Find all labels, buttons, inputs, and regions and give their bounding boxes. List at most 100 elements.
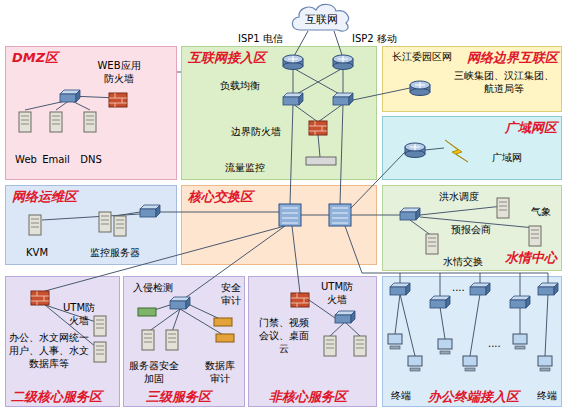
- device-label: 终端: [387, 389, 415, 402]
- server-icon: [144, 334, 152, 335]
- core-switch-icon: [329, 204, 351, 226]
- device-label: 边界防火墙: [227, 125, 285, 138]
- switch-icon: [170, 301, 186, 309]
- device-label-text: WEB应用防火墙: [95, 59, 143, 85]
- pc-icon: [540, 368, 550, 371]
- pc-icon: [438, 339, 452, 349]
- zone-heading: 三级服务区: [146, 389, 211, 405]
- server-icon: [21, 116, 29, 117]
- server-icon: [428, 242, 436, 243]
- router-icon: [410, 144, 420, 150]
- wire: [351, 152, 405, 208]
- zone-heading: 水情中心: [505, 250, 557, 266]
- internet-cloud: 互联网: [288, 2, 354, 34]
- wire: [470, 294, 480, 356]
- router-icon: [405, 143, 425, 151]
- server-icon: [326, 344, 334, 345]
- server-icon: [144, 338, 152, 339]
- device-label: 服务器安全加固: [127, 359, 181, 385]
- server-icon: [168, 334, 176, 335]
- zone-heading: 非核心服务区: [269, 389, 347, 405]
- device-label-text: 气象: [527, 205, 555, 218]
- device-label: 预报会商: [447, 223, 495, 236]
- wire: [520, 307, 521, 334]
- wire: [45, 226, 285, 291]
- server-icon: [356, 340, 364, 341]
- server-icon: [428, 238, 436, 239]
- free-label: ....: [452, 282, 465, 294]
- audit-icon: [214, 318, 232, 326]
- wire: [293, 68, 343, 96]
- server-icon: [94, 342, 106, 362]
- server-icon: [96, 320, 104, 321]
- server-icon: [21, 124, 29, 125]
- server-icon: [326, 340, 334, 341]
- wire: [330, 322, 345, 336]
- switch-icon: [140, 209, 156, 217]
- server-icon: [168, 338, 176, 339]
- cloud-label: 互联网: [288, 13, 354, 26]
- server-icon: [499, 202, 507, 203]
- router-icon: [405, 151, 425, 158]
- device-label-text: 负载均衡: [215, 79, 265, 92]
- switch-icon: [186, 297, 190, 309]
- device-label: 终端: [533, 389, 561, 402]
- device-label: 水情交换: [439, 255, 487, 268]
- router-icon: [283, 55, 303, 63]
- switch-icon: [283, 97, 299, 105]
- switch-icon: [390, 287, 406, 295]
- server-icon: [356, 344, 364, 345]
- core-switch-icon: [332, 223, 348, 224]
- router-icon: [410, 89, 430, 96]
- core-switch-icon: [332, 213, 348, 214]
- device-label: UTM防火墙: [61, 301, 97, 327]
- server-icon: [116, 224, 124, 225]
- switch-icon: [406, 283, 410, 295]
- device-label-text: 长江委园区网: [389, 50, 455, 63]
- zone-heading: 二级核心服务区: [11, 389, 102, 405]
- server-icon: [116, 228, 124, 229]
- router-icon: [333, 63, 353, 70]
- pc-icon: [440, 351, 450, 354]
- device-label: Web: [12, 153, 40, 166]
- router-icon: [415, 82, 425, 88]
- wire: [292, 226, 300, 293]
- server-icon: [86, 124, 94, 125]
- zone-heading: 核心交换区: [188, 189, 253, 205]
- zone-heading: 网络运维区: [12, 189, 77, 205]
- server-icon: [101, 220, 109, 221]
- wire: [425, 148, 444, 150]
- switch-icon: [470, 287, 486, 295]
- device-label: UTM防火墙: [319, 280, 355, 306]
- core-switch-icon: [279, 204, 301, 226]
- server-icon: [50, 112, 62, 132]
- zone-heading: 办公终端接入区: [428, 389, 519, 405]
- server-icon: [52, 124, 60, 125]
- router-icon: [338, 56, 348, 62]
- server-icon: [96, 346, 104, 347]
- wire: [545, 294, 548, 356]
- device-label-text: 流量监控: [221, 161, 269, 174]
- flow-monitor-icon: [306, 157, 336, 165]
- wire: [309, 300, 335, 318]
- device-label-text: 三峡集团、汉江集团、航道局等: [453, 69, 555, 95]
- router-icon: [288, 56, 298, 62]
- server-icon: [96, 328, 104, 329]
- pc-icon: [538, 356, 552, 366]
- wire: [293, 31, 308, 58]
- device-label-text: 监控服务器: [87, 246, 143, 259]
- wire: [440, 273, 441, 299]
- switch-icon: [351, 311, 355, 323]
- wire: [351, 215, 400, 216]
- device-label: DNS: [76, 153, 106, 166]
- core-switch-icon: [282, 208, 298, 209]
- wan-bolt: [445, 140, 468, 162]
- core-switch-icon: [332, 208, 348, 209]
- switch-icon: [446, 296, 450, 308]
- switch-icon: [335, 315, 351, 323]
- wire: [420, 206, 503, 215]
- device-label-text: 广域网: [487, 151, 527, 164]
- firewall-icon: [309, 121, 327, 135]
- pc-icon: [390, 346, 400, 349]
- server-icon: [428, 246, 436, 247]
